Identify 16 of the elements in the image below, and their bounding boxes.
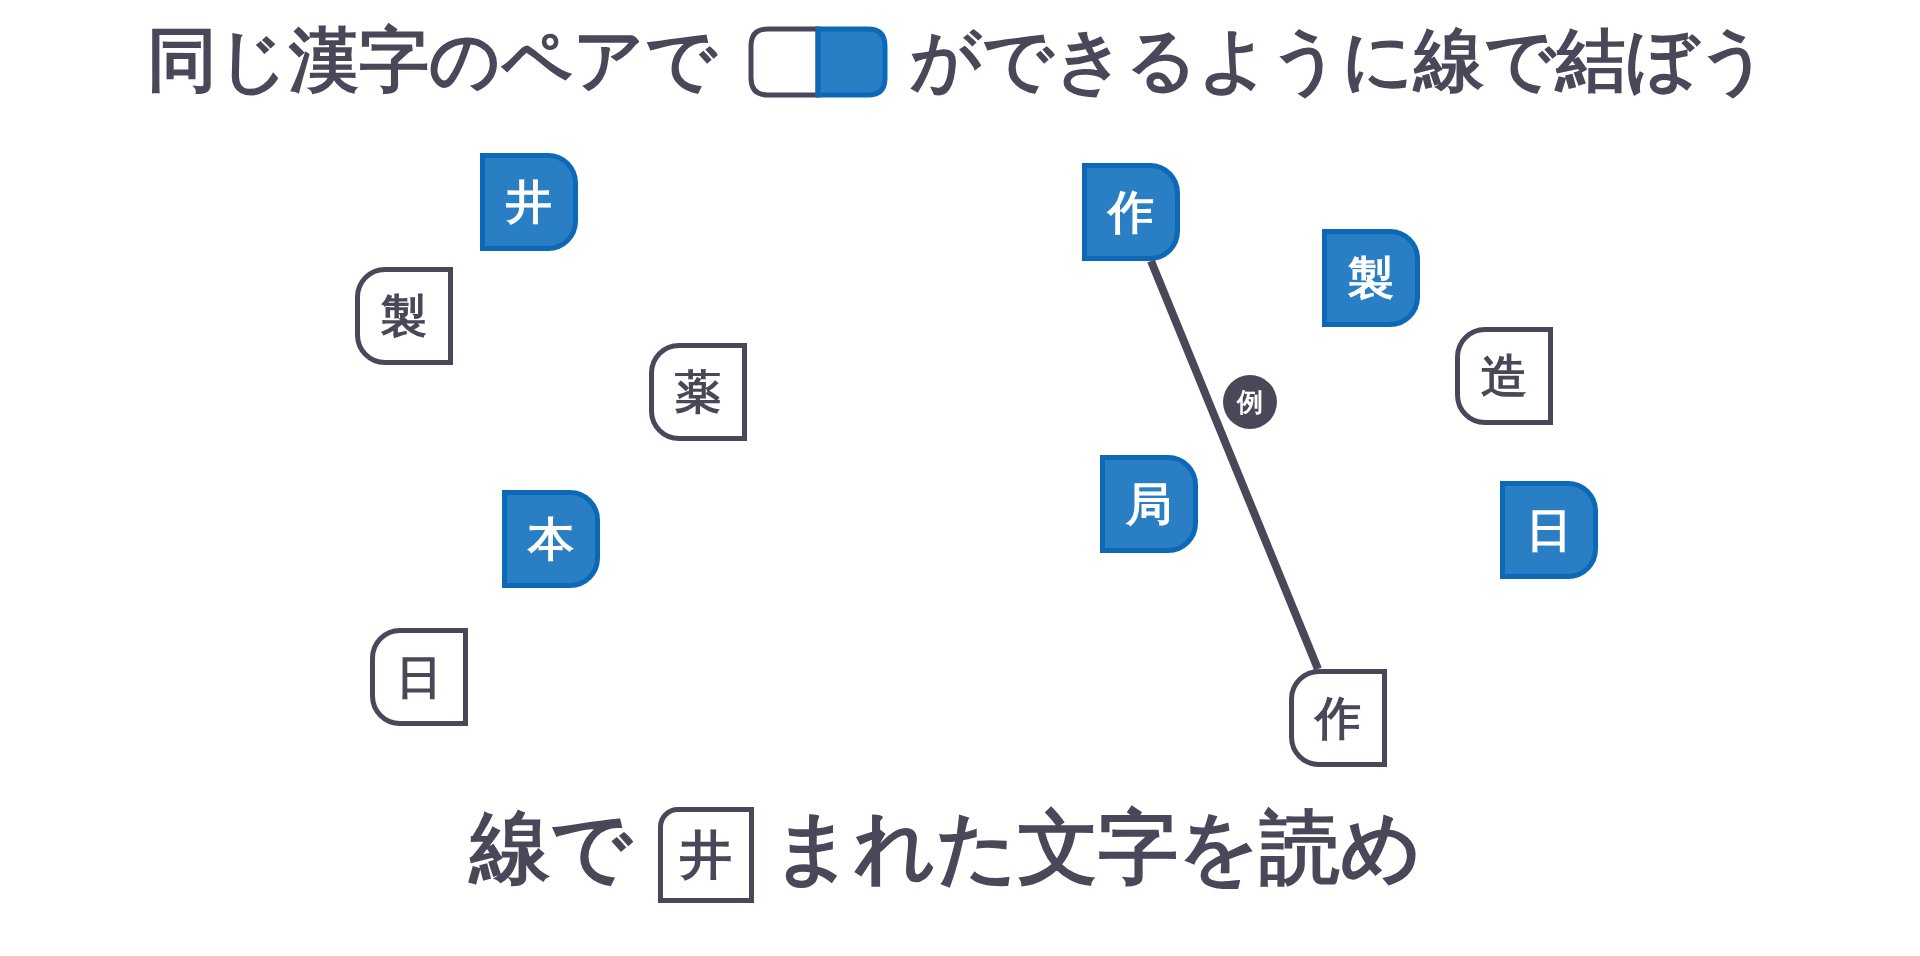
kanji-tile: 製 xyxy=(355,267,453,365)
kanji-tile: 薬 xyxy=(649,343,747,441)
kanji-tile: 造 xyxy=(1455,327,1553,425)
question-text: 線で xyxy=(470,808,632,888)
kanji-tile: 日 xyxy=(370,628,468,726)
instruction-text: 同じ漢字のペアで xyxy=(147,25,717,95)
kanji-tile: 井 xyxy=(480,153,578,251)
example-badge: 例 xyxy=(1223,375,1277,429)
kanji-tile: 本 xyxy=(502,490,600,588)
kanji-tile: 日 xyxy=(1500,481,1598,579)
kanji-tile: 製 xyxy=(1322,229,1420,327)
kanji-tile: 井 xyxy=(658,807,754,903)
kanji-tile: 作 xyxy=(1082,163,1180,261)
connecting-line xyxy=(1147,259,1322,671)
kanji-tile: 局 xyxy=(1100,455,1198,553)
kanji-tile: 作 xyxy=(1289,669,1387,767)
